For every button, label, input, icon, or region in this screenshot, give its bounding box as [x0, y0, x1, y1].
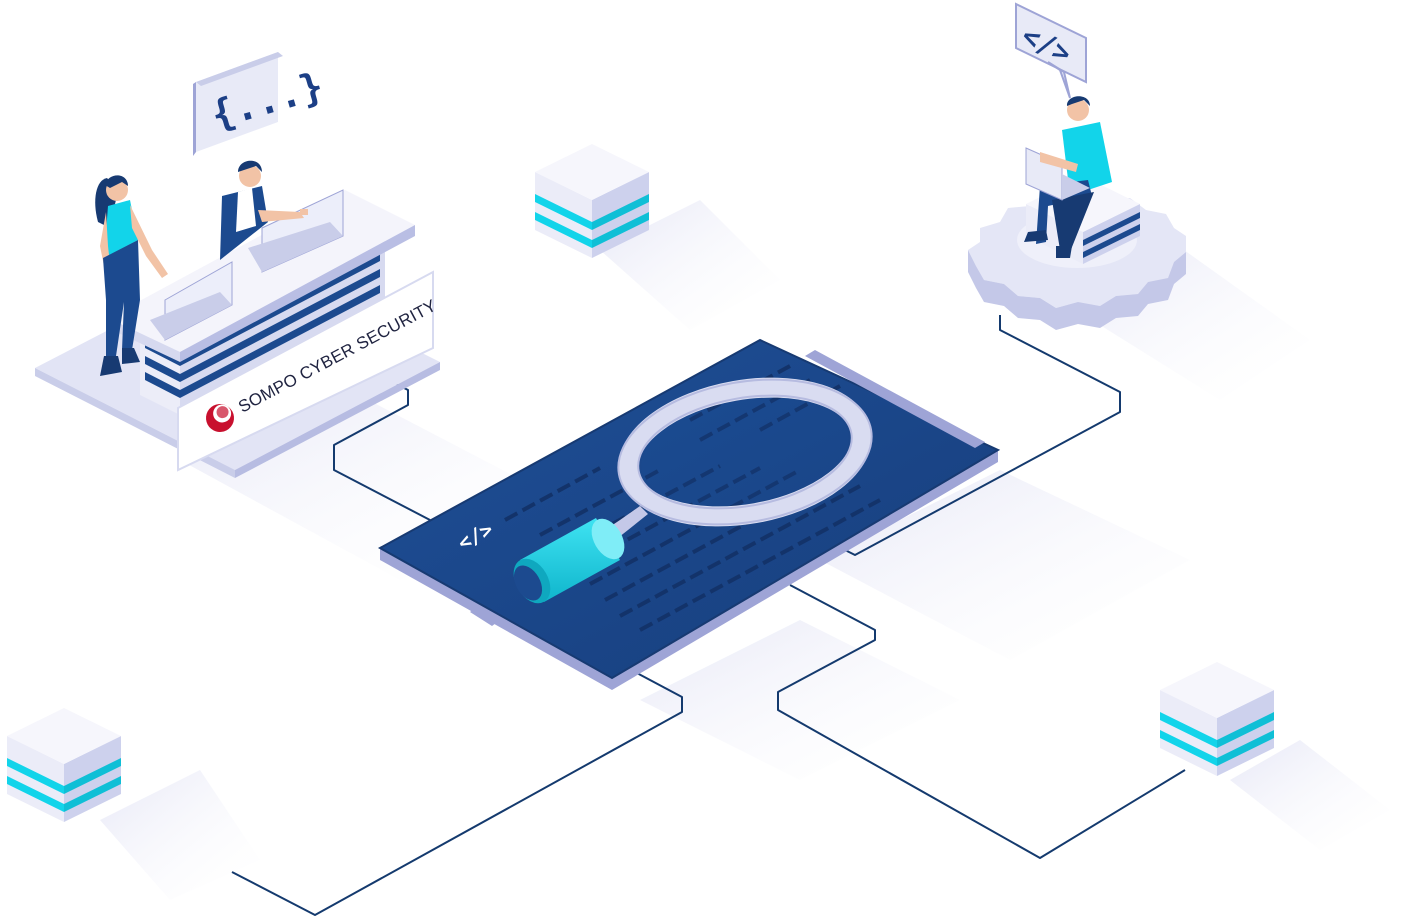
receptionist-figure: [220, 160, 308, 260]
line-tablet-to-bottom-left-server: [231, 671, 683, 916]
magnifying-glass-icon: [513, 377, 873, 604]
woman-figure: [95, 175, 168, 376]
tablet-top-bar: [805, 350, 985, 448]
speech-bubble-code-tag: </>: [1015, 2, 1087, 99]
server-stack-bottom-right: [1160, 662, 1274, 776]
server-stack-bottom-left: [7, 708, 121, 822]
speech-bubble-code-braces: {...}: [193, 52, 328, 156]
laptop-right: [248, 189, 344, 273]
line-tablet-to-gear: [844, 315, 1121, 556]
sitting-developer-figure: [1024, 96, 1112, 258]
line-tablet-to-bottom-right-server: [777, 584, 1186, 859]
laptop-left: [150, 261, 233, 341]
reception-desk: SOMPO CYBER SECURITY: [35, 189, 440, 478]
network-connection-lines: [231, 315, 1186, 916]
server-stack-top: [535, 144, 649, 258]
tablet-home-slot: [470, 606, 500, 626]
magnifier-handle: [513, 518, 625, 604]
